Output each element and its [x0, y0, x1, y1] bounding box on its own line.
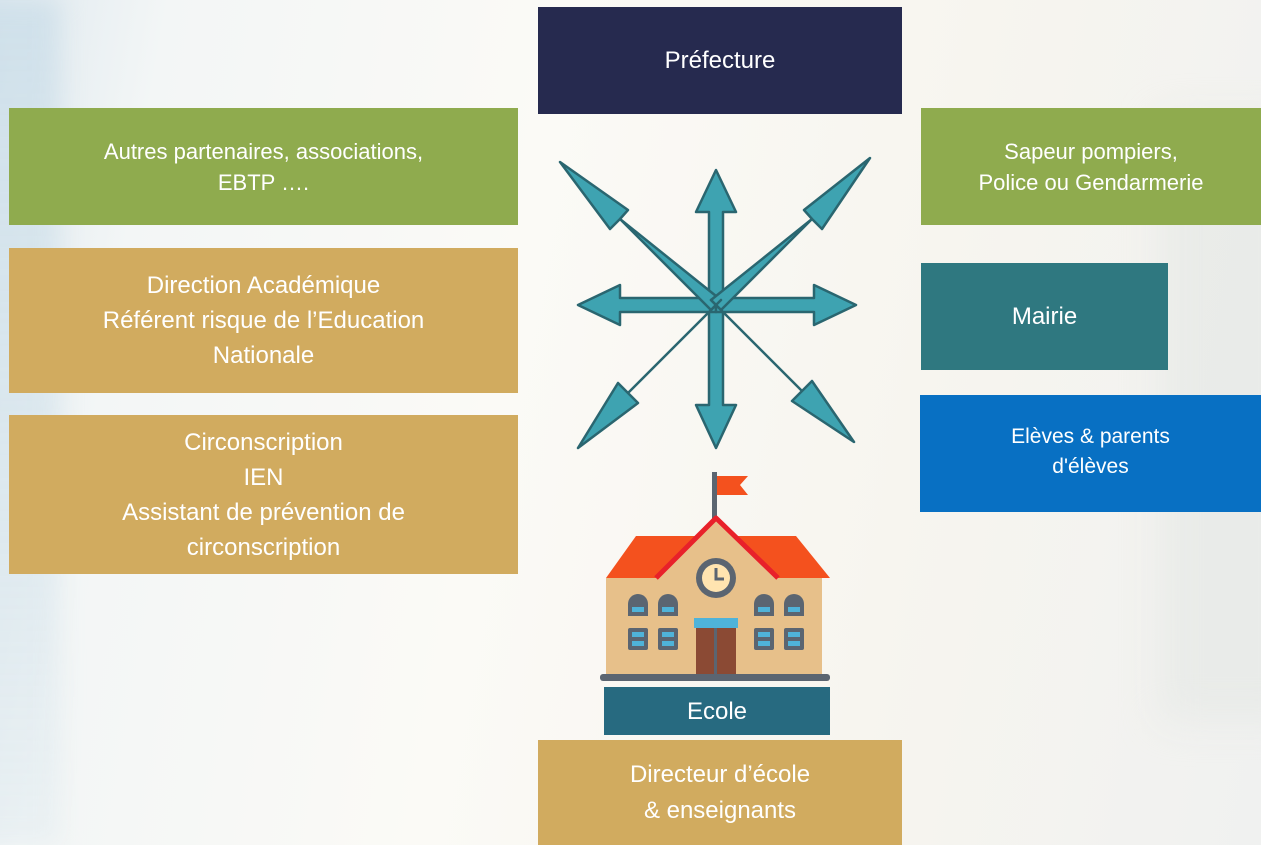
sapeurs-line-2: Police ou Gendarmerie — [978, 169, 1204, 195]
directeur-line-2: & enseignants — [643, 796, 797, 824]
sapeurs-pompiers-box: Sapeur pompiers, Police ou Gendarmerie — [921, 108, 1261, 225]
direction-line-3: Nationale — [212, 342, 315, 369]
eleves-line-2: d'élèves — [1052, 455, 1129, 478]
autres-line-1: Autres partenaires, associations, — [103, 138, 424, 164]
direction-line-2: Référent risque de l’Education — [102, 307, 425, 334]
circonscription-line-1: Circonscription — [184, 428, 343, 456]
prefecture-box: Préfecture — [538, 7, 902, 114]
circonscription-line-2: IEN — [243, 463, 284, 491]
mairie-box: Mairie — [921, 263, 1168, 370]
ecole-label: Ecole — [686, 697, 748, 725]
autres-partenaires-box: Autres partenaires, associations, EBTP …… — [9, 108, 518, 225]
eleves-parents-box: Elèves & parents d'élèves — [920, 395, 1261, 512]
direction-line-1: Direction Académique — [146, 272, 381, 299]
mairie-label: Mairie — [1011, 303, 1078, 330]
eleves-line-1: Elèves & parents — [1011, 425, 1170, 448]
circonscription-line-4: circonscription — [186, 533, 341, 561]
direction-academique-box: Direction Académique Référent risque de … — [9, 248, 518, 393]
autres-line-2: EBTP …. — [217, 169, 310, 195]
directeur-ecole-box: Directeur d’école & enseignants — [538, 740, 902, 845]
directeur-line-1: Directeur d’école — [629, 760, 811, 788]
circonscription-box: Circonscription IEN Assistant de prévent… — [9, 415, 518, 574]
sapeurs-line-1: Sapeur pompiers, — [1004, 138, 1178, 164]
circonscription-line-3: Assistant de prévention de — [122, 498, 405, 526]
school-building-icon — [600, 472, 830, 681]
prefecture-label: Préfecture — [664, 47, 776, 74]
ecole-label-box: Ecole — [604, 687, 830, 735]
eight-direction-arrows-icon — [558, 156, 872, 450]
